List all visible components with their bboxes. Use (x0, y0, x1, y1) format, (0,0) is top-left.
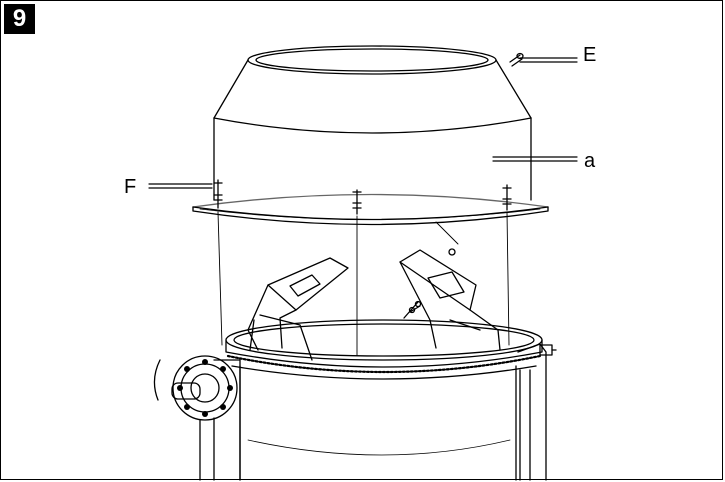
assembly-guide-lines (217, 211, 510, 356)
side-support-right (517, 343, 557, 481)
callout-label-f: F (124, 176, 137, 198)
leader-lines (148, 57, 578, 189)
hood-part-a (192, 45, 549, 226)
callout-label-e: E (583, 44, 597, 66)
side-support-left (153, 355, 241, 481)
mixing-drum (225, 319, 543, 481)
callout-label-a: a (584, 150, 596, 172)
screw-e (509, 52, 524, 67)
mixing-blade-right (399, 248, 501, 351)
screws-f (213, 179, 512, 215)
step-number-badge: 9 (4, 4, 35, 34)
mixing-blade-left (247, 257, 349, 361)
